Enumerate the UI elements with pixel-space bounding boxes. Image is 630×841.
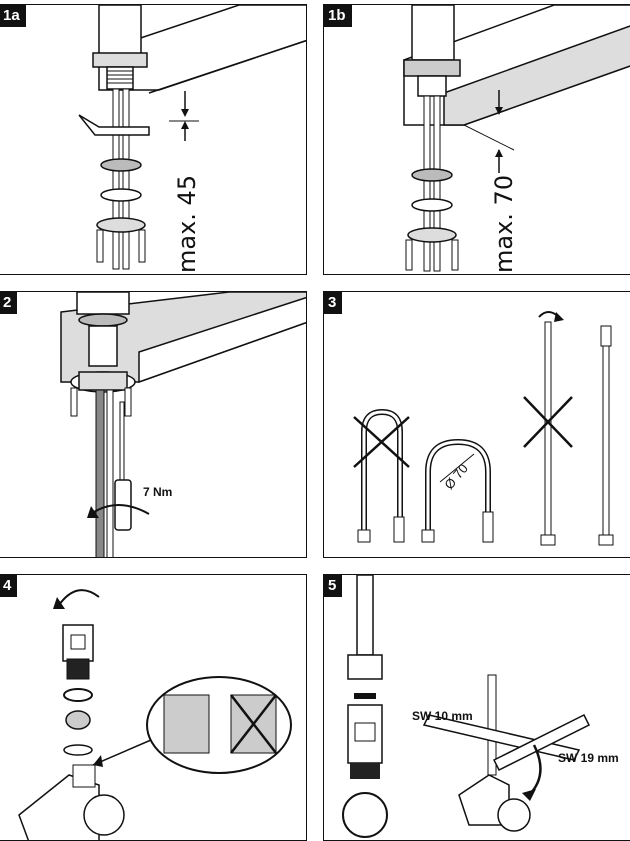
- wrench-small-label: SW 10 mm: [412, 709, 473, 723]
- dimension-label-1a: max. 45: [173, 174, 201, 273]
- step-badge-2: 2: [0, 292, 18, 314]
- panel-step-4: 4: [0, 574, 307, 841]
- panel-step-1b: 1b max. 70: [323, 4, 630, 275]
- panel-step-3: 3 Ø 70: [323, 291, 630, 558]
- step-badge-4: 4: [0, 575, 18, 597]
- step-badge-3: 3: [324, 292, 343, 314]
- step-badge-5: 5: [324, 575, 343, 597]
- illustration-2: [60, 292, 306, 557]
- illustration-1a: [78, 5, 306, 270]
- torque-label: 7 Nm: [143, 485, 173, 499]
- dimension-label-1b: max. 70: [490, 174, 518, 273]
- panel-step-5: 5 SW 10 mm SW 19 mm: [323, 574, 630, 841]
- panel-step-2: 2 7 Nm: [0, 291, 307, 558]
- step-badge-1a: 1a: [0, 5, 26, 27]
- illustration-1b: [403, 5, 630, 272]
- wrench-large-label: SW 19 mm: [558, 751, 619, 765]
- illustration-3: [353, 311, 614, 546]
- illustration-4: [18, 589, 292, 840]
- illustration-5: [342, 575, 591, 838]
- step-badge-1b: 1b: [324, 5, 352, 27]
- panel-step-1a: 1a max. 45: [0, 4, 307, 275]
